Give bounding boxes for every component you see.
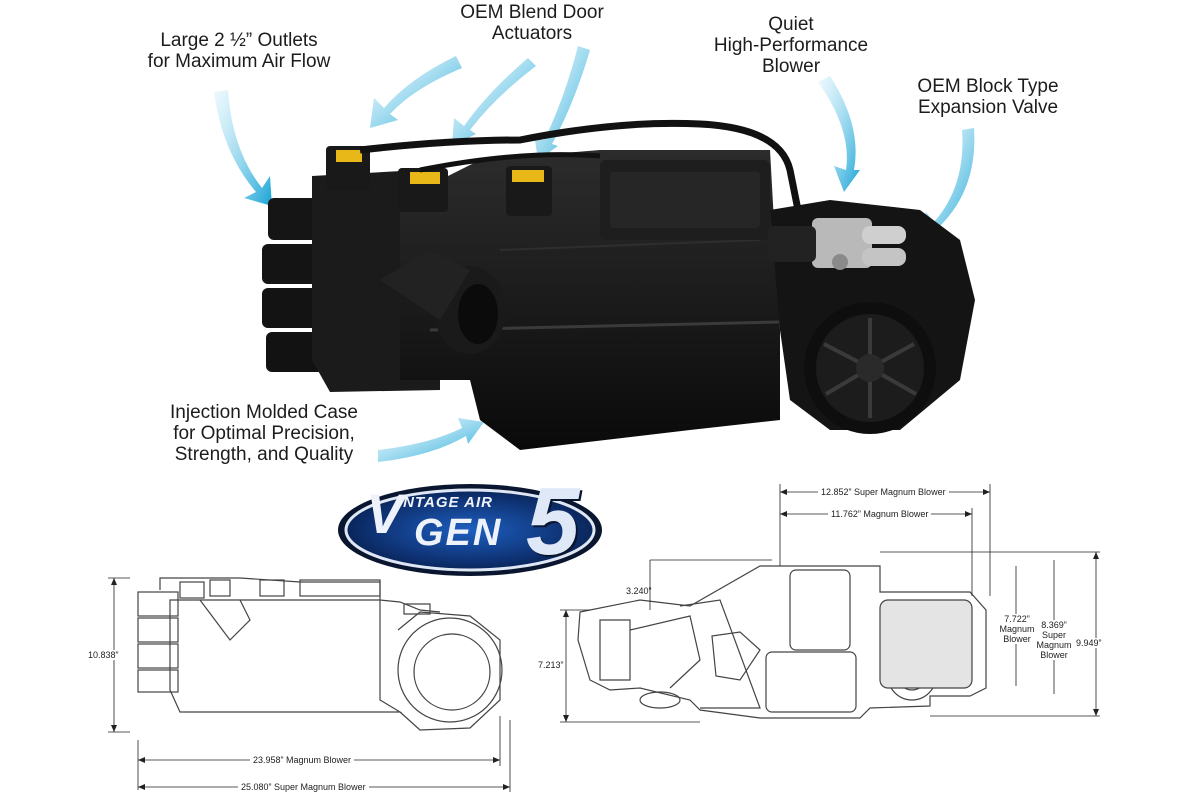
callout-valve: OEM Block Type Expansion Valve [917, 76, 1059, 118]
callout-actuators: OEM Blend Door Actuators [460, 2, 604, 44]
top-view-dimension-lines [560, 484, 1100, 723]
logo-brand: INTAGE AIR [398, 494, 493, 511]
arrow-blower [818, 76, 860, 192]
dimension-offset-top: 3.240” [626, 586, 652, 596]
dimension-height-left: 10.838” [88, 650, 119, 660]
arrow-case [378, 418, 484, 462]
top-view-drawing [577, 565, 987, 719]
front-view-dimension-ticks [111, 578, 510, 790]
arrow-outlets [214, 90, 272, 206]
dimension-length-magnum: 23.958” Magnum Blower [250, 755, 355, 765]
logo-initial: V [366, 482, 404, 545]
dimension-magnum-depth: 7.722” Magnum Blower [996, 614, 1038, 644]
dimension-side-height: 7.213” [538, 660, 564, 670]
dimension-super-depth: 8.369” Super Magnum Blower [1034, 620, 1074, 660]
top-view-dimension-ticks [563, 489, 1099, 722]
dimension-top-super: 12.852” Super Magnum Blower [818, 487, 949, 497]
dimension-overall: 9.949” [1076, 638, 1102, 648]
arrow-actuator-1 [370, 56, 462, 128]
logo-model: GEN [414, 512, 503, 554]
callout-blower: Quiet High-Performance Blower [713, 14, 869, 77]
gen5-logo [338, 484, 602, 576]
logo-number: 5 [526, 468, 580, 575]
callout-case: Injection Molded Case for Optimal Precis… [170, 402, 358, 465]
dimension-top-magnum: 11.762” Magnum Blower [828, 509, 932, 519]
callout-outlets: Large 2 ½” Outlets for Maximum Air Flow [147, 30, 331, 72]
arrow-actuator-3 [534, 46, 590, 160]
dimension-length-super: 25.080” Super Magnum Blower [238, 782, 369, 792]
front-view-drawing [137, 577, 503, 731]
hvac-unit [262, 119, 975, 450]
arrow-actuator-2 [452, 58, 536, 146]
